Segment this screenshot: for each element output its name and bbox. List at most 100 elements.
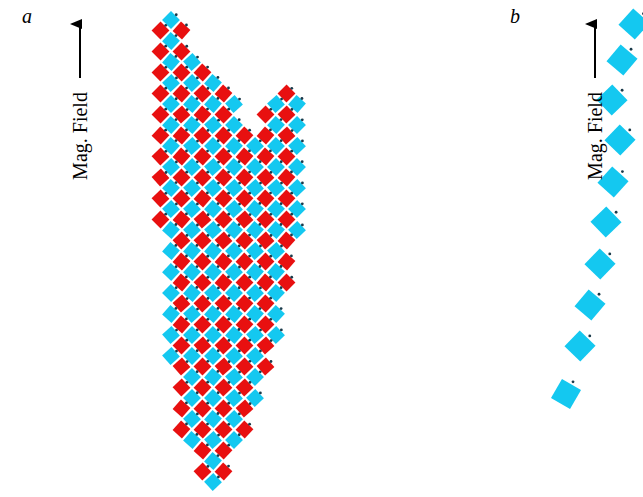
particle-dot xyxy=(217,476,220,479)
particle-dot xyxy=(207,339,210,342)
particle-dot xyxy=(238,244,241,247)
particle-dot xyxy=(248,423,251,426)
particle xyxy=(590,206,621,237)
particle-dot xyxy=(217,370,220,373)
particle-dot xyxy=(217,265,220,268)
particle-dot xyxy=(238,307,241,310)
particle-dot xyxy=(206,318,209,321)
particle-dot xyxy=(185,171,188,174)
particle-dot xyxy=(175,181,178,184)
particle-dot xyxy=(217,119,220,122)
particle-dot xyxy=(206,192,209,195)
particle-dot xyxy=(269,192,272,195)
particle-dot xyxy=(185,234,188,237)
particle-dot xyxy=(280,265,283,268)
particle-dot xyxy=(185,129,188,132)
particle-dot xyxy=(186,108,189,111)
particle-dot xyxy=(572,380,575,383)
particle-dot xyxy=(259,265,262,268)
particle-dot xyxy=(227,150,230,153)
particle-dot xyxy=(259,160,262,163)
particle-dot xyxy=(206,444,209,447)
particle xyxy=(278,253,296,271)
particle-dot xyxy=(164,150,167,153)
particle-dot xyxy=(280,98,283,101)
particle-dot xyxy=(290,192,293,195)
particle-dot xyxy=(175,77,178,80)
particle-dot xyxy=(207,213,210,216)
particle-dot xyxy=(301,202,304,205)
particle-dot xyxy=(238,160,241,163)
particle-dot xyxy=(259,139,262,142)
particle xyxy=(215,463,233,481)
particle-dot xyxy=(196,97,199,100)
particle-dot xyxy=(642,12,643,15)
particle-dot xyxy=(238,223,241,226)
particle-dot xyxy=(290,108,293,111)
particle-dot xyxy=(196,182,199,185)
particle-dot xyxy=(280,118,283,121)
particle-dot xyxy=(249,381,252,384)
particle-dot xyxy=(238,392,241,395)
particle-dot xyxy=(228,360,231,363)
particle-dot xyxy=(217,202,220,205)
particle-dot xyxy=(217,139,220,142)
particle-dot xyxy=(238,412,241,415)
particle-dot xyxy=(206,66,209,69)
particle-dot xyxy=(227,192,230,195)
particle-dot xyxy=(259,329,262,332)
particle-dot xyxy=(185,402,188,405)
particle xyxy=(607,45,638,76)
particle-dot xyxy=(217,76,220,79)
particle-dot xyxy=(228,381,231,384)
particle-dot xyxy=(217,412,220,415)
particle-dot xyxy=(228,234,231,237)
particle-dot xyxy=(280,328,283,331)
particle-dot xyxy=(227,402,230,405)
particle-dot xyxy=(227,276,230,279)
particle-dot xyxy=(249,213,252,216)
particle xyxy=(236,400,254,418)
particle-dot xyxy=(248,360,251,363)
particle-dot xyxy=(290,171,293,174)
particle-dot xyxy=(588,334,591,337)
particle-dot xyxy=(290,234,293,237)
particle-dot xyxy=(196,370,199,373)
particle-dot xyxy=(238,266,241,269)
particle-dot xyxy=(174,244,177,247)
particle-dot xyxy=(290,213,293,216)
particle-dot xyxy=(185,45,188,48)
particle-dot xyxy=(238,433,241,436)
field-arrow xyxy=(79,24,81,78)
particle-dot xyxy=(301,224,304,227)
particle xyxy=(564,330,595,361)
particle-dot xyxy=(238,98,241,101)
particle-dot xyxy=(248,234,251,237)
particle-dot xyxy=(217,287,220,290)
particle-dot xyxy=(185,318,188,321)
particle-dot xyxy=(217,434,220,437)
particle-dot xyxy=(195,286,198,289)
particle-dot xyxy=(206,297,209,300)
particle-dot xyxy=(227,444,230,447)
particle-dot xyxy=(175,97,178,100)
particle-dot xyxy=(196,203,199,206)
particle-dot xyxy=(164,66,167,69)
particle-dot xyxy=(164,129,167,132)
particle xyxy=(236,421,254,439)
particle-dot xyxy=(621,170,624,173)
particle xyxy=(288,137,306,155)
particle-dot xyxy=(196,118,199,121)
particle-dot xyxy=(217,328,220,331)
particle-dot xyxy=(164,192,167,195)
particle-dot xyxy=(280,307,283,310)
particle-dot xyxy=(259,307,262,310)
particle-dot xyxy=(175,329,178,332)
particle-dot xyxy=(259,287,262,290)
particle-dot xyxy=(269,108,272,111)
particle-dot xyxy=(238,182,241,185)
particle-dot xyxy=(280,286,283,289)
particle-chain xyxy=(551,8,643,409)
particle-dot xyxy=(206,423,209,426)
particle-dot xyxy=(227,465,230,468)
